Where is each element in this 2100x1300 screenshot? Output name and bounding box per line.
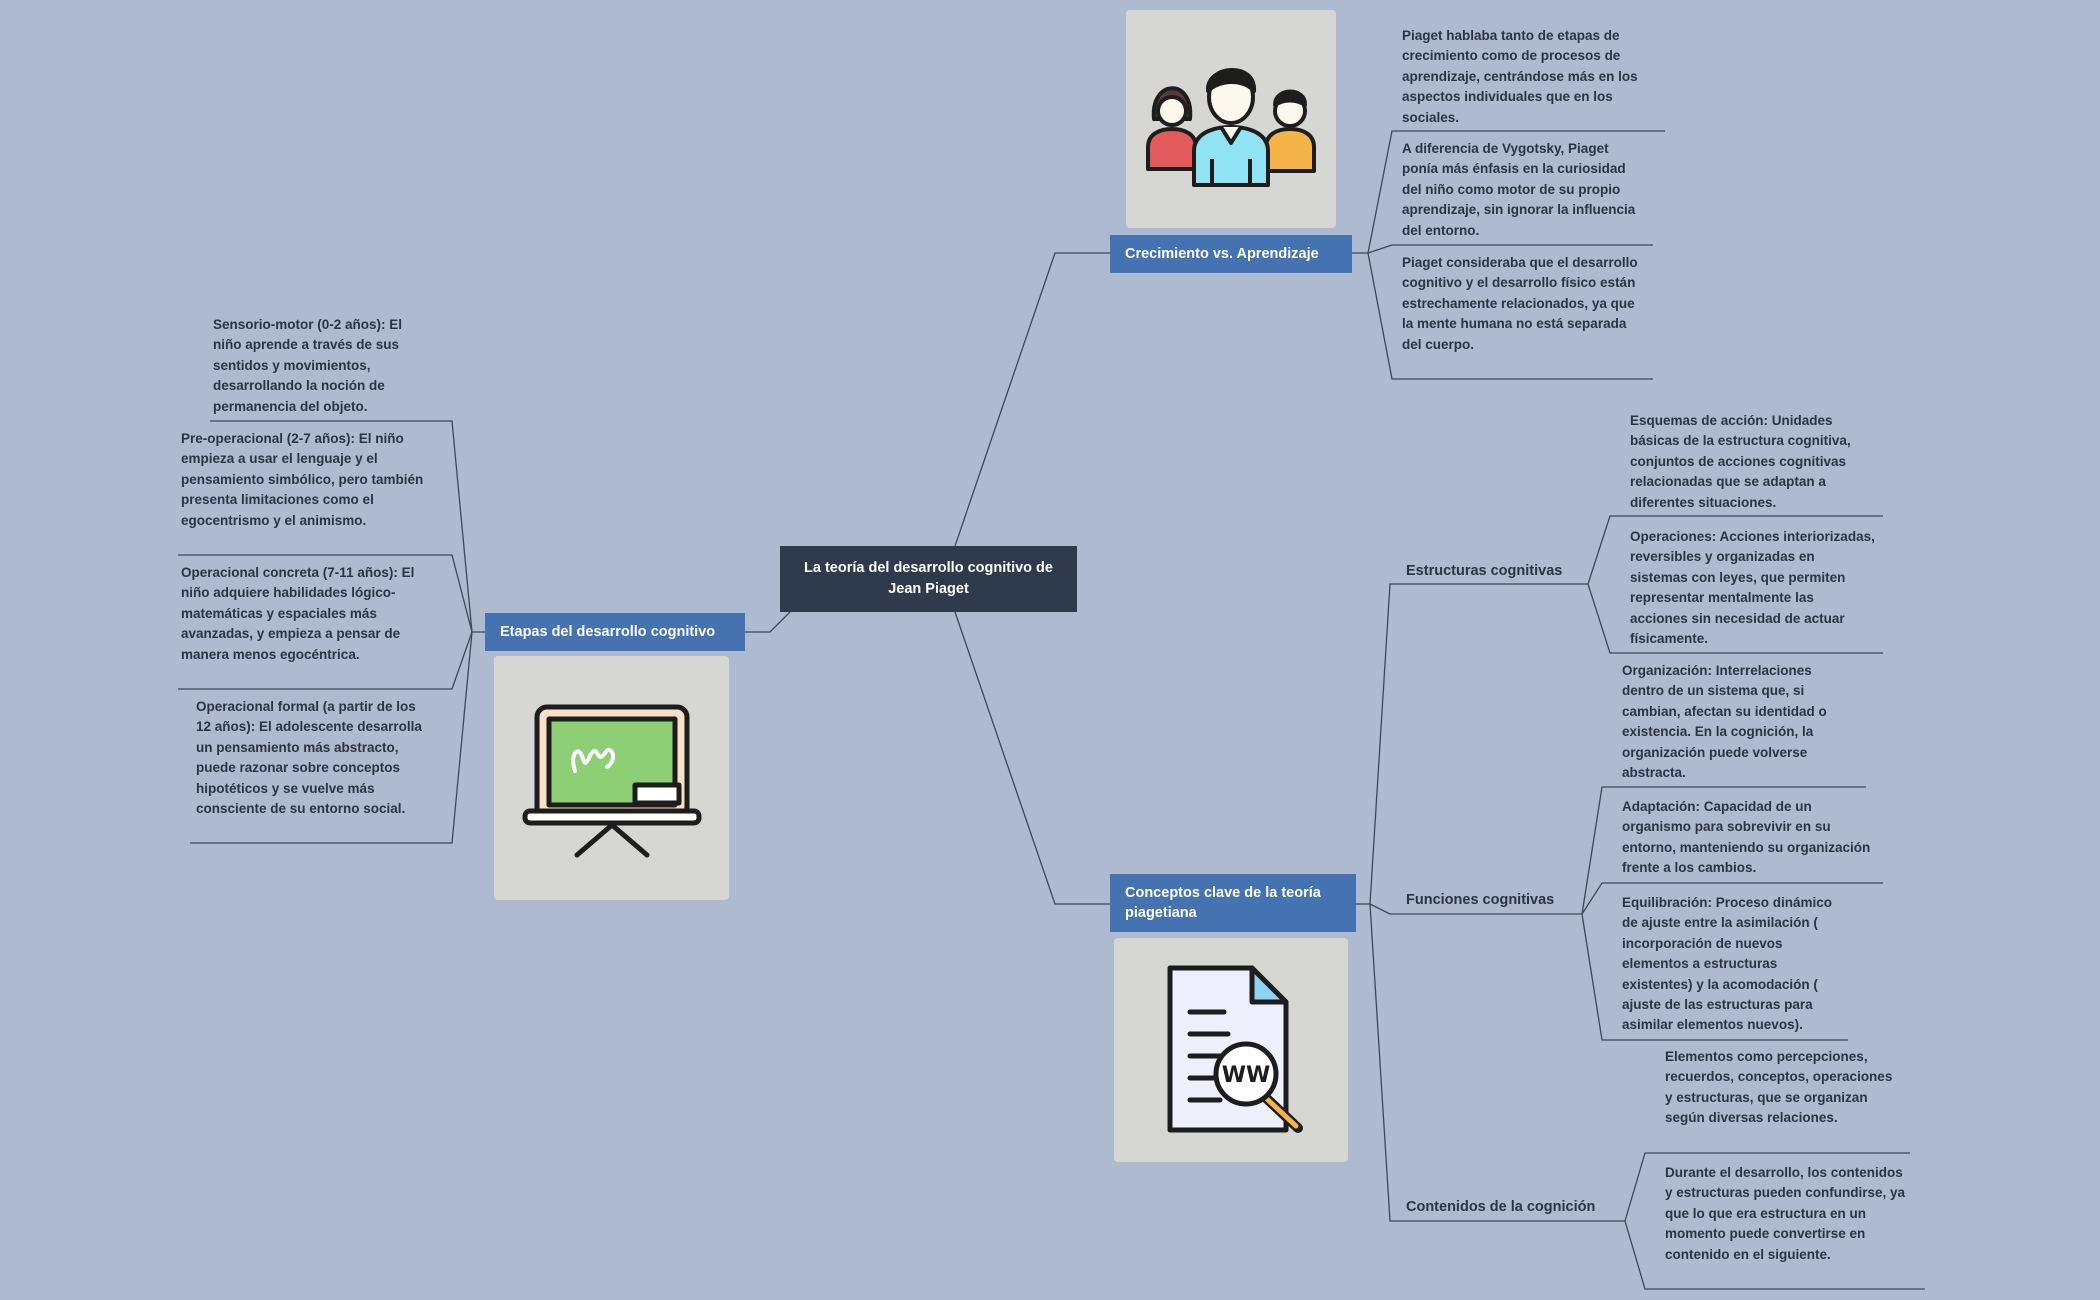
leaf-funciones-2[interactable]: Adaptación: Capacidad de un organismo pa… (1622, 797, 1872, 879)
leaf-funciones-3[interactable]: Equilibración: Proceso dinámico de ajust… (1622, 893, 1847, 1036)
sub-topic-contenidos-label: Contenidos de la cognición (1406, 1199, 1596, 1215)
leaf-etapas-4-text: Operacional formal (a partir de los 12 a… (196, 699, 422, 817)
leaf-estructuras-2[interactable]: Operaciones: Acciones interiorizadas, re… (1630, 527, 1875, 649)
svg-text:WW: WW (1222, 1063, 1271, 1088)
central-topic[interactable]: La teoría del desarrollo cognitivo de Je… (780, 546, 1077, 612)
sub-topic-contenidos[interactable]: Contenidos de la cognición (1406, 1197, 1595, 1217)
leaf-etapas-4[interactable]: Operacional formal (a partir de los 12 a… (196, 697, 431, 819)
central-topic-title: La teoría del desarrollo cognitivo de Je… (804, 560, 1053, 597)
sub-topic-funciones-label: Funciones cognitivas (1406, 892, 1555, 908)
leaf-contenidos-1-text: Elementos como percepciones, recuerdos, … (1665, 1049, 1893, 1126)
document-search-icon: WW (1167, 965, 1303, 1133)
leaf-crecimiento-3-text: Piaget consideraba que el desarrollo cog… (1402, 255, 1638, 352)
people-group-icon (1146, 68, 1316, 187)
leaf-estructuras-2-text: Operaciones: Acciones interiorizadas, re… (1630, 529, 1875, 647)
leaf-funciones-3-text: Equilibración: Proceso dinámico de ajust… (1622, 895, 1833, 1033)
sub-topic-funciones[interactable]: Funciones cognitivas (1406, 890, 1554, 910)
image-panel-etapas (494, 656, 729, 900)
main-topic-crecimiento[interactable]: Crecimiento vs. Aprendizaje (1110, 235, 1352, 273)
main-topic-etapas-label: Etapas del desarrollo cognitivo (500, 624, 716, 640)
leaf-etapas-1[interactable]: Sensorio-motor (0-2 años): El niño apren… (213, 315, 423, 417)
leaf-contenidos-1[interactable]: Elementos como percepciones, recuerdos, … (1665, 1047, 1895, 1129)
image-panel-conceptos: WW (1114, 938, 1348, 1162)
main-topic-conceptos-label: Conceptos clave de la teoría piagetiana (1125, 885, 1321, 921)
leaf-funciones-1-text: Organización: Interrelaciones dentro de … (1622, 663, 1827, 781)
main-topic-crecimiento-label: Crecimiento vs. Aprendizaje (1125, 246, 1319, 262)
main-topic-etapas[interactable]: Etapas del desarrollo cognitivo (485, 613, 745, 651)
leaf-etapas-3[interactable]: Operacional concreta (7-11 años): El niñ… (181, 563, 426, 665)
leaf-crecimiento-1[interactable]: Piaget hablaba tanto de etapas de crecim… (1402, 26, 1650, 128)
leaf-contenidos-2-text: Durante el desarrollo, los contenidos y … (1665, 1165, 1906, 1262)
chalkboard-icon (522, 704, 701, 858)
leaf-estructuras-1[interactable]: Esquemas de acción: Unidades básicas de … (1630, 411, 1870, 513)
leaf-crecimiento-3[interactable]: Piaget consideraba que el desarrollo cog… (1402, 253, 1647, 355)
image-panel-crecimiento (1126, 10, 1336, 228)
leaf-crecimiento-2-text: A diferencia de Vygotsky, Piaget ponía m… (1402, 141, 1636, 238)
leaf-contenidos-2[interactable]: Durante el desarrollo, los contenidos y … (1665, 1163, 1910, 1265)
leaf-etapas-1-text: Sensorio-motor (0-2 años): El niño apren… (213, 317, 403, 414)
leaf-crecimiento-2[interactable]: A diferencia de Vygotsky, Piaget ponía m… (1402, 139, 1642, 241)
leaf-etapas-2[interactable]: Pre-operacional (2-7 años): El niño empi… (181, 429, 426, 531)
leaf-etapas-2-text: Pre-operacional (2-7 años): El niño empi… (181, 431, 424, 528)
sub-topic-estructuras-label: Estructuras cognitivas (1406, 563, 1563, 579)
leaf-etapas-3-text: Operacional concreta (7-11 años): El niñ… (181, 565, 415, 662)
leaf-estructuras-1-text: Esquemas de acción: Unidades básicas de … (1630, 413, 1851, 510)
leaf-funciones-1[interactable]: Organización: Interrelaciones dentro de … (1622, 661, 1857, 783)
sub-topic-estructuras[interactable]: Estructuras cognitivas (1406, 561, 1562, 581)
leaf-crecimiento-1-text: Piaget hablaba tanto de etapas de crecim… (1402, 28, 1638, 125)
leaf-funciones-2-text: Adaptación: Capacidad de un organismo pa… (1622, 799, 1871, 876)
main-topic-conceptos[interactable]: Conceptos clave de la teoría piagetiana (1110, 874, 1356, 932)
